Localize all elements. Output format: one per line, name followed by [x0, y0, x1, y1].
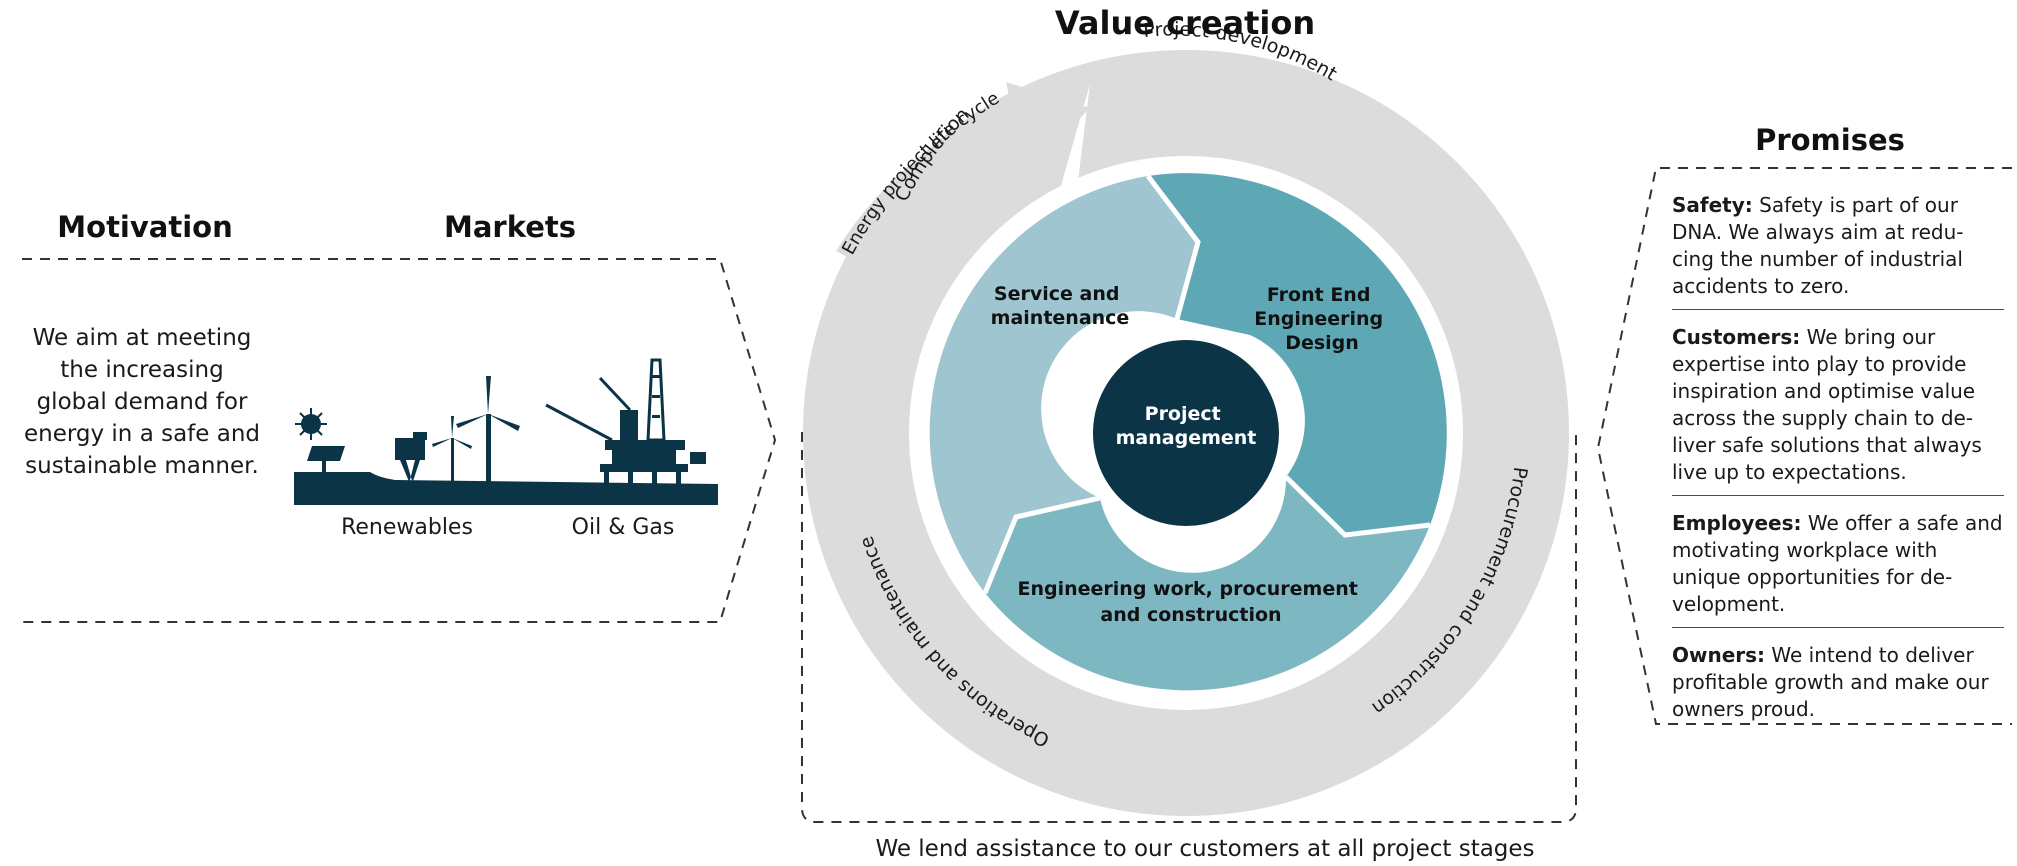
promises-list: Safety: Safety is part of our DNA. We al…: [1672, 188, 2004, 742]
promise-employees: Employees: We offer a safe and motivatin…: [1672, 506, 2004, 628]
promise-text: We bring our expertise into play to prov…: [1672, 325, 1982, 484]
ground-strip: [294, 472, 718, 505]
promise-text: We offer a safe and motivating workplace…: [1672, 511, 2003, 616]
cycle-sectors: [929, 173, 1447, 691]
life-cycle-ring: [803, 50, 1569, 816]
motivation-text: We aim at meeting the increasing global …: [23, 325, 261, 479]
sector-front-end: [1148, 173, 1447, 535]
wind-turbine-icon: [432, 376, 520, 484]
promise-title: Safety:: [1672, 193, 1753, 217]
market-oil-gas-label: Oil & Gas: [571, 515, 675, 540]
promise-safety: Safety: Safety is part of our DNA. We al…: [1672, 188, 2004, 310]
substation-icon: [395, 438, 425, 460]
motivation-markets-frame: [22, 258, 777, 623]
solar-panel-icon: [307, 446, 345, 461]
promise-text: Safety is part of our DNA. We always aim…: [1672, 193, 1964, 298]
sector-front-end-label: Front End Engineering Design: [1254, 284, 1390, 354]
center-circle: [1093, 340, 1279, 526]
promise-text: We intend to deliver profitable growth a…: [1672, 643, 1989, 721]
sector-engineering: [985, 477, 1430, 691]
promise-title: Employees:: [1672, 511, 1802, 535]
footer-caption: We lend assistance to our customers at a…: [875, 836, 1535, 862]
promise-customers: Customers: We bring our expertise into p…: [1672, 320, 2004, 496]
life-cycle-arrow: [836, 82, 1090, 270]
market-renewables-label: Renewables: [341, 515, 473, 540]
promise-title: Owners:: [1672, 643, 1766, 667]
center-label: Project management: [1116, 403, 1257, 449]
promise-title: Customers:: [1672, 325, 1801, 349]
motivation-heading: Motivation: [57, 210, 233, 244]
sector-service-label: Service and maintenance: [991, 283, 1130, 329]
oil-rig-icon: [545, 358, 706, 484]
promise-owners: Owners: We intend to deliver profitable …: [1672, 638, 2004, 732]
value-creation-bracket: [801, 432, 1577, 823]
sector-service: [929, 176, 1198, 593]
promises-frame: [1596, 167, 2012, 725]
value-creation-heading: Value creation: [1054, 4, 1316, 42]
promises-heading: Promises: [1755, 123, 1905, 157]
markets-heading: Markets: [443, 210, 577, 244]
markets-illustration: [294, 358, 718, 505]
sector-engineering-label: Engineering work, procurement and constr…: [1018, 578, 1365, 626]
